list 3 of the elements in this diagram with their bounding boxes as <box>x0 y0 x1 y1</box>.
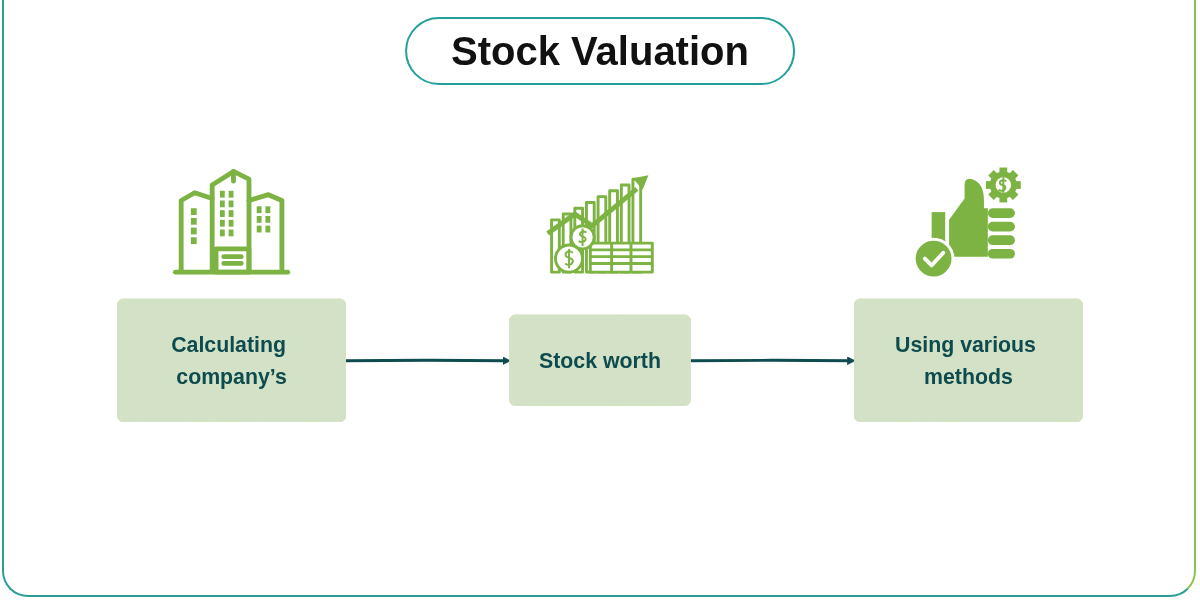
arrow <box>690 356 856 365</box>
diagram-title: Stock Valuation <box>405 17 795 85</box>
arrow <box>345 356 511 365</box>
